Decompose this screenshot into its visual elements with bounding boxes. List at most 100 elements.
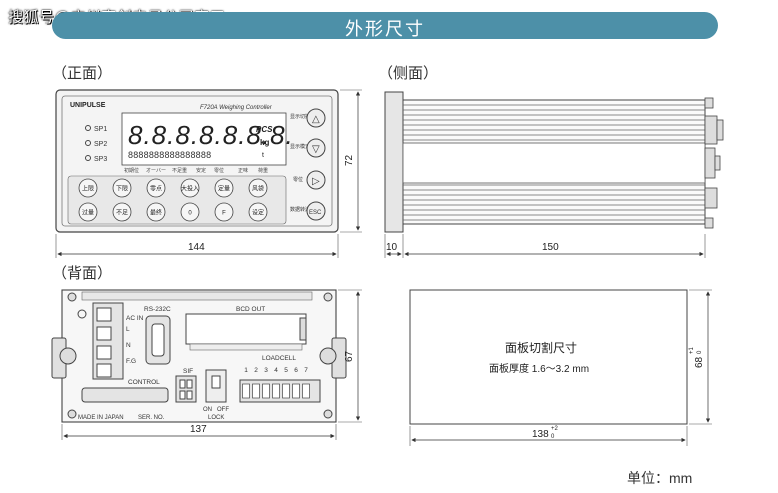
model-label: F720A Weighing Controller: [200, 105, 273, 111]
cutout-width-tol-top: +2: [551, 426, 559, 432]
cutout-width-value: 138: [532, 429, 549, 440]
screw-tl: [67, 292, 77, 302]
loadcell-terminal-4: [272, 383, 280, 399]
status-3: 安定: [196, 167, 206, 174]
sp2-led: [85, 140, 91, 146]
side-label-panel: [402, 142, 706, 184]
unit-pcs: PCS: [256, 125, 273, 134]
loadcell-terminal: [239, 379, 321, 403]
side-front-value: 10: [386, 242, 398, 253]
back-view: AC IN L N F.G RS-232C BCD OUT CONTROL SI…: [51, 289, 362, 440]
side-key-label-1: 显示模式: [290, 143, 310, 150]
ground-icon: [77, 309, 87, 319]
side-bezel: [384, 91, 404, 233]
status-2: 不足重: [172, 167, 187, 174]
sif-connector: [175, 375, 197, 403]
row2-key-5[interactable]: [248, 202, 268, 222]
down-key[interactable]: [306, 138, 326, 158]
keypad-row-1: 上限下限零点大投入定量风袋: [78, 178, 268, 198]
ac-in-label: AC IN: [126, 315, 144, 322]
row2-key-1[interactable]: [112, 202, 132, 222]
section-side-label: （侧面）: [378, 65, 439, 82]
row1-key-3[interactable]: [180, 178, 200, 198]
row2-key-label-4: F: [222, 211, 226, 217]
control-label: CONTROL: [128, 379, 160, 386]
row1-key-2[interactable]: [146, 178, 166, 198]
fg-label: F.G: [126, 358, 136, 365]
screw-tr: [323, 292, 333, 302]
side-key-label-2: 零位: [293, 176, 303, 183]
loadcell-pin-5: 5: [284, 367, 288, 374]
row2-key-4[interactable]: [214, 202, 234, 222]
sp3-label: SP3: [94, 156, 107, 163]
row1-key-1[interactable]: [112, 178, 132, 198]
side-keys: 显示切换 △ 显示模式 ▽ 零位 ▷ 数据转送 ESC: [290, 108, 326, 221]
up-key[interactable]: [306, 108, 326, 128]
row1-key-0[interactable]: [78, 178, 98, 198]
up-icon: △: [312, 114, 320, 125]
lock-on-label: ON: [203, 407, 212, 413]
cutout-height-tol-top: +1: [689, 346, 695, 354]
screw-br: [323, 409, 333, 419]
bracket-left-screw: [59, 347, 77, 365]
row2-key-label-5: 设定: [252, 209, 264, 217]
bcd-out-label: BCD OUT: [236, 306, 265, 313]
status-0: 初期位: [124, 167, 139, 174]
loadcell-pin-6: 6: [294, 367, 298, 374]
cutout-width-tol-bottom: 0: [551, 434, 555, 440]
display-digits: 8.8.8.8.8.8.8.: [128, 120, 294, 150]
cutout-height-tol-bottom: 0: [697, 350, 703, 354]
lock-label: LOCK: [208, 415, 224, 421]
back-height-value: 67: [344, 350, 355, 362]
row1-key-label-3: 大投入: [181, 185, 199, 193]
esc-key[interactable]: [306, 201, 326, 221]
sif-label: SIF: [183, 368, 193, 375]
side-fins: [403, 104, 705, 221]
front-view: UNIPULSE F720A Weighing Controller SP1 S…: [55, 89, 362, 258]
control-connector: [81, 387, 169, 403]
section-back-label: （背面）: [52, 265, 113, 282]
top-rail: [81, 291, 313, 301]
n-label: N: [126, 342, 131, 349]
loadcell-pin-2: 2: [254, 367, 258, 374]
row1-key-4[interactable]: [214, 178, 234, 198]
right-key[interactable]: [306, 170, 326, 190]
made-in-label: MADE IN JAPAN: [78, 415, 124, 421]
lock-off-label: OFF: [217, 407, 229, 413]
cutout-view: 面板切割尺寸 面板厚度 1.6～3.2 mm 138 +2 0 68 +1 0: [409, 289, 712, 446]
loadcell-terminals: [242, 383, 310, 399]
loadcell-pin-3: 3: [264, 367, 268, 374]
sp2-label: SP2: [94, 141, 107, 148]
side-depth-value: 150: [542, 242, 559, 253]
cutout-thickness: 面板厚度 1.6～3.2 mm: [489, 362, 589, 375]
row2-key-label-1: 不足: [116, 210, 128, 217]
loadcell-terminal-5: [282, 383, 290, 399]
status-6: 荷重: [258, 167, 268, 174]
display-window: [121, 112, 287, 166]
unit-label: 单位：mm: [627, 470, 693, 486]
row1-key-5[interactable]: [248, 178, 268, 198]
row2-key-2[interactable]: [146, 202, 166, 222]
row1-key-label-1: 下限: [116, 185, 128, 193]
side-key-label-0: 显示切换: [290, 113, 310, 120]
cutout-title: 面板切割尺寸: [505, 340, 577, 355]
unit-t: t: [262, 152, 264, 159]
side-connectors: [704, 97, 724, 229]
sp1-label: SP1: [94, 126, 107, 133]
loadcell-pin-1: 1: [244, 367, 248, 374]
unit-kg: kg: [260, 138, 269, 147]
bcd-out-connector: [185, 313, 307, 345]
down-icon: ▽: [312, 144, 320, 155]
loadcell-terminal-7: [302, 383, 310, 399]
loadcell-terminal-3: [262, 383, 270, 399]
loadcell-pin-4: 4: [274, 367, 278, 374]
row2-key-3[interactable]: [180, 202, 200, 222]
row2-key-0[interactable]: [78, 202, 98, 222]
esc-icon: ESC: [309, 210, 322, 216]
loadcell-terminal-2: [252, 383, 260, 399]
status-labels: 初期位 オーバー 不足重 安定 零位 正味 荷重: [124, 167, 268, 174]
loadcell-terminal-1: [242, 383, 250, 399]
row2-key-label-2: 最终: [150, 209, 162, 217]
